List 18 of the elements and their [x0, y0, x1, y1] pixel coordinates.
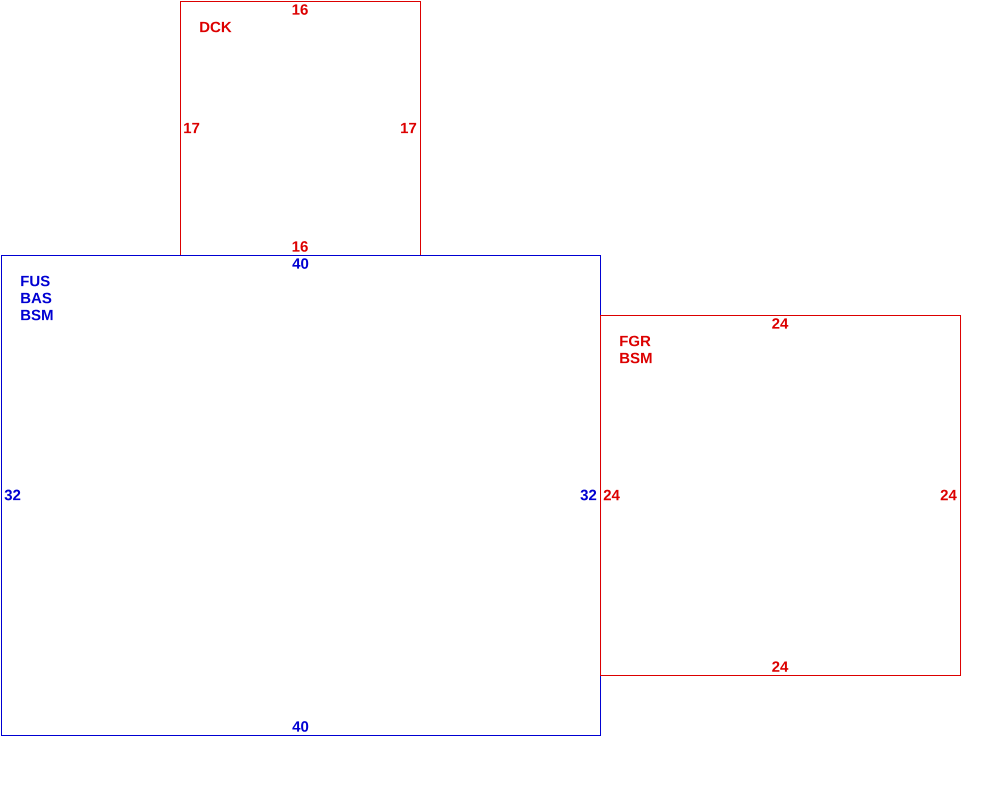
room-code: BSM	[21, 310, 53, 320]
dimension-label: 24	[940, 490, 957, 500]
dimension-label: 32	[580, 490, 596, 500]
room-code: BSM	[620, 352, 652, 364]
dimension-label: 17	[184, 122, 200, 134]
dimension-label: 24	[604, 490, 620, 500]
room-code: DCK	[200, 22, 232, 32]
dimension-label: 16	[292, 241, 308, 252]
dimension-label: 24	[772, 318, 788, 329]
room-code: FGR	[620, 336, 651, 346]
room-code: FUS	[21, 276, 50, 286]
room-code: BAS	[21, 292, 52, 304]
dimension-label: 17	[401, 122, 416, 134]
dimension-label: 40	[292, 258, 308, 269]
dimension-label: 32	[4, 490, 20, 500]
dimension-label: 40	[292, 721, 308, 732]
dimension-label: 24	[772, 661, 788, 672]
dimension-label: 16	[292, 4, 308, 15]
